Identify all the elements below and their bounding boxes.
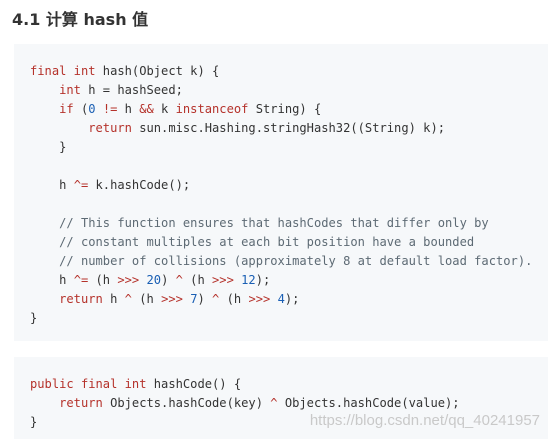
code-token: h (30, 178, 74, 192)
code-token: public final int (30, 377, 147, 391)
code-token (139, 273, 146, 287)
code-line: return h ^ (h >>> 7) ^ (h >>> 4); (30, 290, 532, 309)
code-token: // constant multiples at each bit positi… (30, 235, 475, 249)
code-token: } (30, 311, 38, 325)
code-block-hash: final int hash(Object k) { int h = hashS… (14, 44, 548, 341)
code-token: hash(Object k) { (95, 64, 220, 78)
code-token: if (59, 102, 74, 116)
code-token: && (139, 102, 154, 116)
code-line: int h = hashSeed; (30, 81, 532, 100)
code-token: ^ (175, 273, 183, 287)
code-token: hashCode() { (146, 377, 242, 391)
code-token: (h (219, 292, 249, 306)
code-text: final int hash(Object k) { int h = hashS… (30, 62, 532, 328)
code-token: ); (284, 292, 300, 306)
code-token: final int (30, 64, 96, 78)
code-token (270, 292, 277, 306)
code-token: h = hashSeed; (80, 83, 183, 97)
code-token: 20 (146, 273, 162, 287)
code-line: final int hash(Object k) { (30, 62, 532, 81)
code-token: != (102, 102, 118, 116)
code-line: return sun.misc.Hashing.stringHash32((St… (30, 119, 532, 138)
code-token: ) (197, 292, 213, 306)
code-token (96, 102, 103, 116)
code-token: k.hashCode(); (88, 178, 191, 192)
code-line: } (30, 413, 460, 432)
code-token: (h (182, 273, 213, 287)
code-token: 0 (88, 102, 96, 116)
code-token: >>> (161, 292, 183, 306)
code-text: public final int hashCode() { return Obj… (30, 375, 460, 432)
code-line: // This function ensures that hashCodes … (30, 214, 532, 233)
code-token: 12 (241, 273, 256, 287)
code-token: return (88, 121, 132, 135)
code-token: >>> (117, 273, 140, 287)
code-token: h (102, 292, 125, 306)
section-heading: 4.1 计算 hash 值 (12, 10, 149, 29)
code-line: // number of collisions (approximately 8… (30, 252, 532, 271)
code-token: String) { (248, 102, 322, 116)
code-token: return (59, 396, 103, 410)
code-token: ^= (73, 178, 89, 192)
code-token: h (117, 102, 140, 116)
code-token (30, 121, 88, 135)
code-token: Objects.hashCode(key) (102, 396, 271, 410)
code-token (30, 83, 59, 97)
code-line: return Objects.hashCode(key) ^ Objects.h… (30, 394, 460, 413)
code-token: k (153, 102, 176, 116)
code-token: sun.misc.Hashing.stringHash32((String) k… (131, 121, 446, 135)
code-token: ^= (73, 273, 89, 287)
code-token: >>> (212, 273, 234, 287)
code-line: h ^= (h >>> 20) ^ (h >>> 12); (30, 271, 532, 290)
code-token: } (30, 140, 67, 154)
code-line (30, 157, 532, 176)
code-token: // This function ensures that hashCodes … (30, 216, 489, 230)
code-line: } (30, 309, 532, 328)
code-token: ) (161, 273, 176, 287)
code-token (30, 102, 59, 116)
code-line: h ^= k.hashCode(); (30, 176, 532, 195)
code-token: (h (131, 292, 162, 306)
code-block-hashcode: public final int hashCode() { return Obj… (14, 357, 548, 439)
code-line: if (0 != h && k instanceof String) { (30, 100, 532, 119)
code-line: } (30, 138, 532, 157)
code-token: instanceof (175, 102, 249, 116)
code-token: ( (73, 102, 89, 116)
code-token (30, 396, 59, 410)
code-token: int (59, 83, 81, 97)
code-token: Objects.hashCode(value); (277, 396, 460, 410)
code-token: (h (88, 273, 118, 287)
code-line (30, 195, 532, 214)
code-token: // number of collisions (approximately 8… (30, 254, 533, 268)
code-token: ^ (270, 396, 278, 410)
code-token: return (59, 292, 103, 306)
watermark: https://blog.csdn.net/qq_40241957 (309, 412, 540, 429)
code-token: ^ (124, 292, 132, 306)
code-token: ); (255, 273, 271, 287)
code-line: public final int hashCode() { (30, 375, 460, 394)
code-token: 4 (277, 292, 285, 306)
code-token: ^ (212, 292, 220, 306)
code-token: h (30, 273, 74, 287)
code-token (30, 292, 59, 306)
code-line: // constant multiples at each bit positi… (30, 233, 532, 252)
code-token: } (30, 415, 38, 429)
code-token: >>> (248, 292, 271, 306)
code-token: 7 (190, 292, 198, 306)
